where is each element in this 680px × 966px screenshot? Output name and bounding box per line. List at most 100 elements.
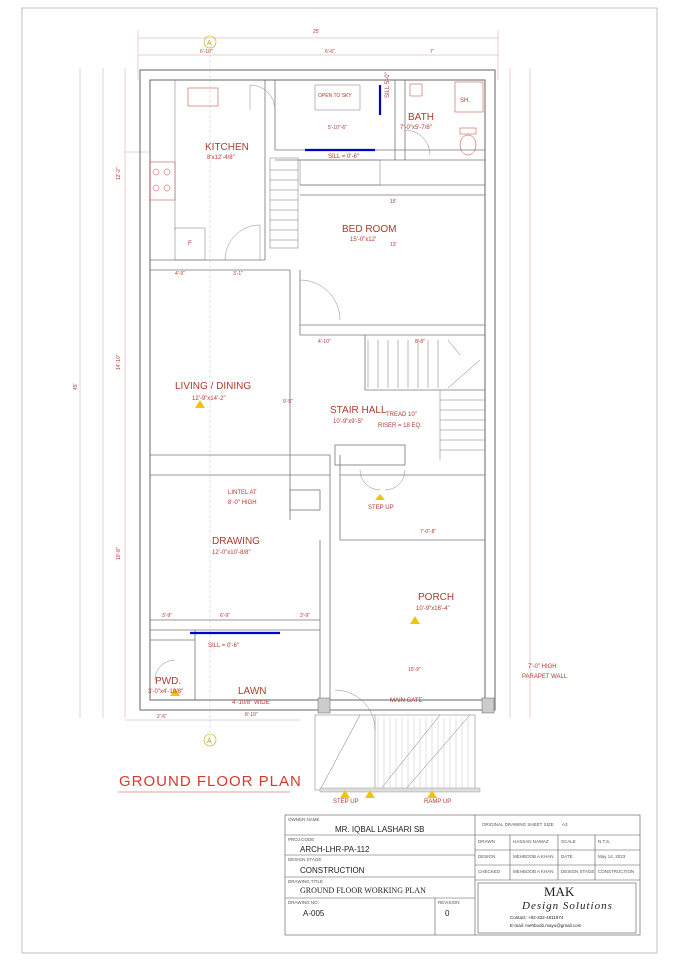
- drawing-name: DRAWING: [212, 536, 260, 547]
- dim-d12: 7'-0"-8": [420, 529, 437, 535]
- lawn-size: 4'-10/8" WIDE: [232, 700, 270, 706]
- kitchen-size: 8'x12'-4/8": [207, 155, 235, 161]
- dim-overall-depth: 45': [73, 383, 79, 390]
- checked-value: MEHBOOB A KHAN: [513, 869, 554, 874]
- drawing-no-value: A-005: [303, 909, 325, 918]
- design-stage2-value: CONSTRUCTION: [598, 869, 635, 874]
- parapet-note-2: PARAPET WALL: [522, 674, 568, 680]
- doors: [154, 84, 431, 731]
- dim-d5: 4'-9": [175, 271, 185, 277]
- sheet-size-label: ORIGINAL DRAWING SHEET SIZE: [482, 822, 554, 827]
- dim-d19: 3'-9": [300, 613, 310, 619]
- ramp-up-note: RAMP UP: [424, 799, 452, 805]
- dim-overall-width: 25': [313, 29, 320, 35]
- sheet-border: [21, 7, 658, 954]
- bedroom-name: BED ROOM: [342, 224, 397, 235]
- revision-label: REVISION: [438, 900, 460, 905]
- open-to-sky-note: OPEN TO SKY: [318, 93, 352, 99]
- dim-d14: 2'-6": [157, 714, 167, 720]
- dim-d7: 4'-10": [318, 339, 331, 345]
- dim-d18: 5'-10"-6": [328, 125, 347, 131]
- drawing-title-value: GROUND FLOOR WORKING PLAN: [300, 886, 426, 895]
- owner-value: MR. IQBAL LASHARI SB: [335, 825, 425, 834]
- pwd-size: 3'-0"x4'-10/8": [148, 689, 184, 695]
- dim-d21: 10'-8": [116, 547, 122, 560]
- dim-d17: 9'-5": [283, 399, 293, 405]
- porch-name: PORCH: [418, 592, 455, 603]
- owner-label: OWNER NAME: [288, 817, 320, 822]
- interior-walls: [150, 80, 485, 700]
- firm-subtitle: Design Solutions: [522, 900, 613, 912]
- date-value: May 14, 2023: [598, 854, 626, 859]
- svg-text:A: A: [207, 40, 212, 47]
- shower-label: SH.: [460, 98, 471, 104]
- stairs: [269, 157, 485, 460]
- firm-email: E-mail: mehboob.mayo@gmail.com: [510, 923, 582, 928]
- dim-d10: 15': [390, 199, 397, 205]
- scale-value: N.T.S.: [598, 839, 611, 844]
- gate-area: [314, 709, 480, 791]
- road-edge: [319, 787, 481, 793]
- dim-d16: 6'-9": [220, 613, 230, 619]
- dim-d22: 12'-2": [116, 167, 122, 180]
- kitchen-name: KITCHEN: [205, 142, 249, 153]
- riser-note: RISER = 18 EQ.: [378, 423, 422, 429]
- parapet-note-1: 7'-0" HIGH: [528, 664, 557, 670]
- dim-d13: 8'-10": [245, 712, 258, 718]
- firm-name: MAK: [544, 884, 575, 899]
- fridge-label: F: [188, 241, 192, 247]
- gate-pillar-left: [317, 697, 331, 714]
- drawn-value: HASSAN NAWAZ: [513, 839, 549, 844]
- dim-d9: 13': [390, 242, 397, 248]
- checked-label: CHECKED: [478, 869, 501, 874]
- main-gate-note: MAIN GATE: [390, 698, 423, 704]
- design-stage-label: DESIGN STAGE: [288, 857, 322, 862]
- revision-value: 0: [445, 909, 450, 918]
- lintel-note-2: 8'-0" HIGH: [228, 500, 257, 506]
- stairhall-size: 10'-9"x9'-5": [333, 419, 364, 425]
- lintel-note-1: LINTEL AT: [228, 490, 257, 496]
- step-up-note-2: STEP UP: [333, 799, 359, 805]
- tread-note: TREAD 10": [386, 412, 417, 418]
- plan-title: GROUND FLOOR PLAN: [119, 773, 302, 790]
- sill-kitchen-note: SILL = 0'-6": [328, 154, 359, 160]
- sill-lawn-note: SILL = 0'-6": [208, 643, 239, 649]
- dimension-lines: [79, 30, 531, 721]
- dim-d11: 10'-9": [408, 667, 421, 673]
- firm-contact: Contact: +92-332-4811974: [510, 915, 564, 920]
- gate-pillar-right: [481, 697, 495, 714]
- bath-fixtures: [409, 81, 484, 156]
- dim-d20: 14'-10": [116, 354, 122, 370]
- living-name: LIVING / DINING: [175, 381, 252, 392]
- dim-d15: 3'-9": [162, 613, 172, 619]
- design-stage-value: CONSTRUCTION: [300, 866, 365, 875]
- dim-d2: 6'-6": [325, 49, 335, 55]
- lawn-name: LAWN: [238, 686, 267, 697]
- project-code-label: PROJ.CODE: [288, 837, 315, 842]
- title-block-frame: [284, 814, 641, 936]
- bath-name: BATH: [408, 112, 434, 123]
- bedroom-size: 15'-0"x12': [350, 237, 377, 243]
- step-up-note-1: STEP UP: [368, 505, 394, 511]
- drawing-no-label: DRAWING NO.: [288, 900, 319, 905]
- design-label: DESIGN: [478, 854, 496, 859]
- dim-d8: 8'-8": [415, 339, 425, 345]
- dim-d1: 6'-10": [200, 49, 213, 55]
- stairhall-name: STAIR HALL: [330, 405, 387, 416]
- bath-size: 7'-0"x5'-7/8": [400, 125, 432, 131]
- drawn-label: DRAWN: [478, 839, 495, 844]
- grid-bubbles: [203, 35, 217, 747]
- design-stage2-label: DESIGN STAGE: [561, 869, 595, 874]
- design-value: MEHBOOB A KHAN: [513, 854, 554, 859]
- sheet-size-value: A3: [562, 822, 568, 827]
- project-code-value: ARCH-LHR-PA-112: [300, 845, 370, 854]
- porch-size: 10'-9"x16'-4": [416, 606, 450, 612]
- living-size: 12'-9"x14'-2": [192, 396, 226, 402]
- drawing-title-label: DRAWING TITLE: [288, 879, 324, 884]
- dim-d3: 7': [430, 49, 434, 55]
- date-label: DATE: [561, 854, 573, 859]
- dim-d6: 3'-1": [233, 271, 243, 277]
- sill-bath-note: SILL 5'-0": [385, 72, 391, 98]
